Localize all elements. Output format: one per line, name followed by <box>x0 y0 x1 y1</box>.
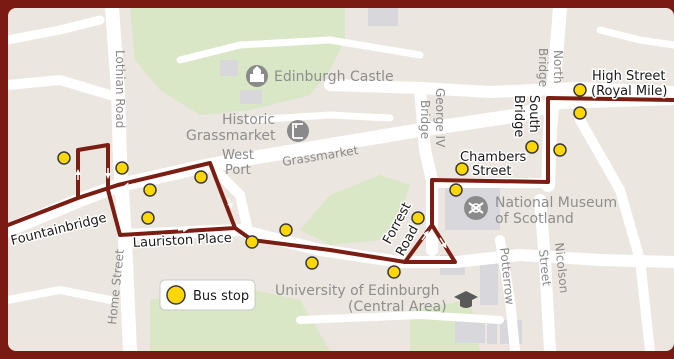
arrow-icon <box>421 230 429 241</box>
legend: Bus stop <box>159 279 256 311</box>
bus-stop[interactable] <box>115 161 129 175</box>
gallows-icon <box>287 120 309 142</box>
landmark-labels: Edinburgh Castle Historic Grassmarket Na… <box>186 69 617 315</box>
route-label-chambers: Chambers <box>460 150 527 165</box>
landmark-icons <box>246 65 488 308</box>
landmark-label-edinburgh-castle: Edinburgh Castle <box>274 69 394 85</box>
bus-stop[interactable] <box>194 170 208 184</box>
bus-stop[interactable] <box>387 265 401 279</box>
route-label-royal-mile: (Royal Mile) <box>591 84 667 99</box>
route-label-south-bridge: Bridge <box>511 95 526 137</box>
street-label-george-iv-bridge: Bridge <box>418 100 432 139</box>
bus-stop[interactable] <box>573 106 587 120</box>
street-label-west-port-1: West <box>222 148 254 163</box>
bus-stop[interactable] <box>455 162 469 176</box>
bus-stop[interactable] <box>573 83 587 97</box>
arrow-icon <box>118 213 124 223</box>
route-label-street: Street <box>472 164 512 179</box>
landmark-label-historic: Historic <box>222 112 275 128</box>
meadow-park <box>300 175 410 245</box>
street-label-nicolson-street: Street <box>536 249 554 287</box>
street-label-george-iv: George IV <box>433 88 447 148</box>
landmark-label-grassmarket: Grassmarket <box>186 128 276 144</box>
graduation-cap-icon <box>454 291 478 308</box>
bus-stop[interactable] <box>57 151 71 165</box>
arrow-icon <box>227 197 233 209</box>
landmark-label-university: University of Edinburgh <box>275 283 440 299</box>
bus-stop[interactable] <box>411 211 425 225</box>
legend-label-bus-stop: Bus stop <box>193 289 249 304</box>
street-label-north: North <box>551 50 565 84</box>
landmark-label-national-museum: National Museum <box>495 195 617 211</box>
arrow-icon <box>439 237 447 249</box>
bus-stop[interactable] <box>525 140 539 154</box>
bus-stop[interactable] <box>305 256 319 270</box>
street-label-west-port-2: Port <box>225 163 251 178</box>
museum-icon <box>464 196 488 220</box>
street-label-potterrow: Potterrow <box>497 247 517 306</box>
street-label-north-bridge: Bridge <box>536 48 550 87</box>
route-direction-arrows <box>75 168 447 249</box>
bus-stop[interactable] <box>279 223 293 237</box>
bus-stop[interactable] <box>141 211 155 225</box>
arrow-icon <box>123 182 135 189</box>
street-label-lothian-road: Lothian Road <box>113 50 127 128</box>
bus-stop[interactable] <box>553 143 567 157</box>
bus-stop[interactable] <box>449 183 463 197</box>
route-label-south: South <box>526 95 541 133</box>
arrow-icon <box>177 226 189 233</box>
castle-icon <box>246 65 268 87</box>
legend-box <box>159 279 256 311</box>
landmark-label-of-scotland: of Scotland <box>495 211 574 227</box>
street-label-nicolson: Nicolson <box>552 242 571 294</box>
bus-stop-icon <box>166 285 186 305</box>
bus-stop[interactable] <box>245 235 259 249</box>
bus-stops[interactable] <box>57 83 587 279</box>
route-label-high-street: High Street <box>592 69 666 84</box>
route-label-lauriston-place: Lauriston Place <box>132 231 232 251</box>
bus-stop[interactable] <box>143 183 157 197</box>
landmark-label-central-area: (Central Area) <box>348 299 447 315</box>
